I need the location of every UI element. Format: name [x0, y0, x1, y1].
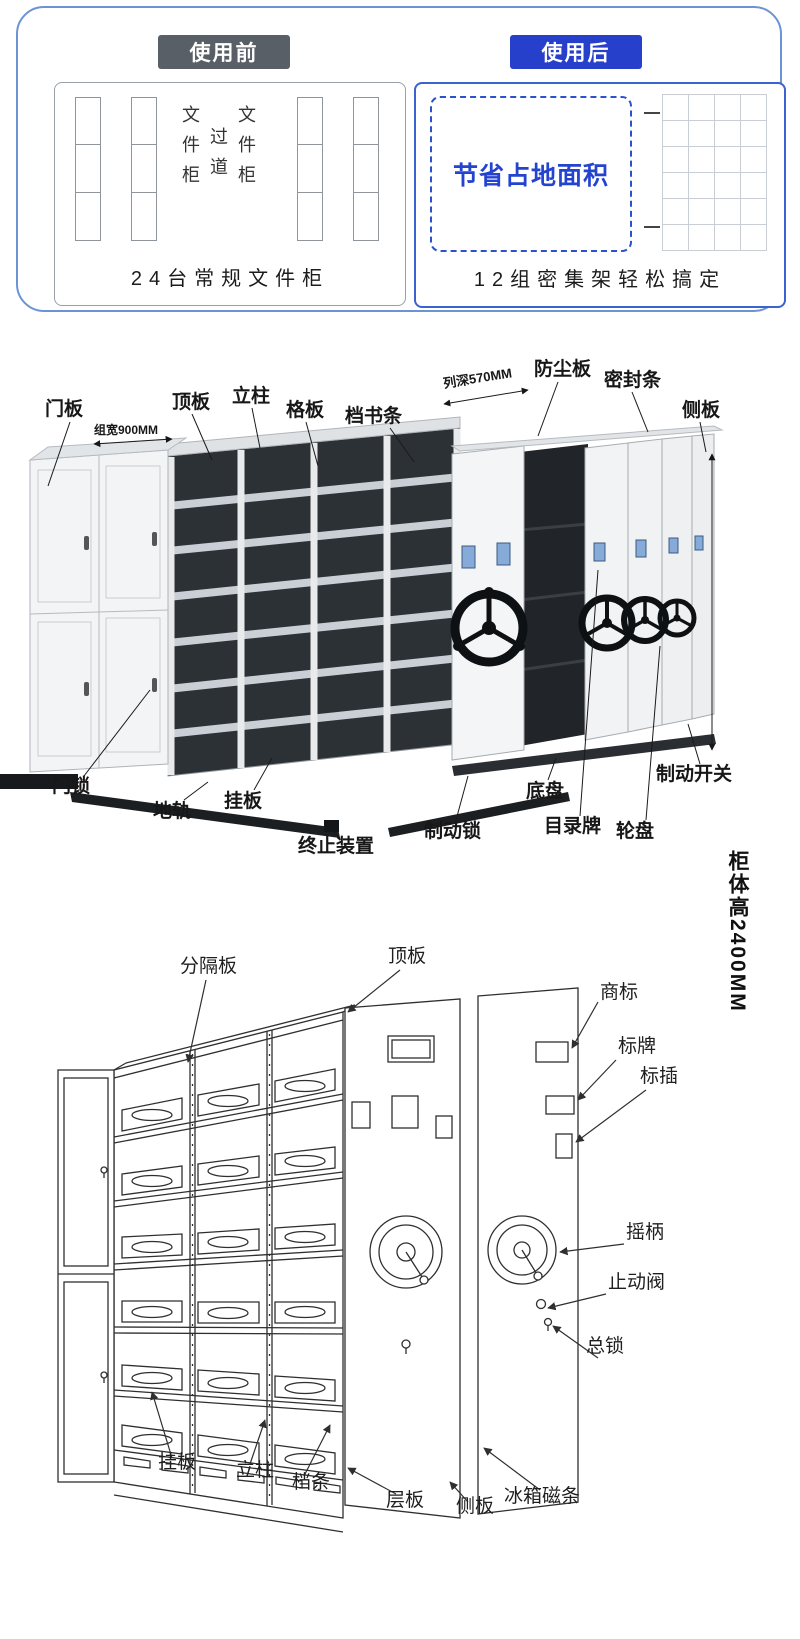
label-column: 立柱 — [232, 384, 270, 407]
label-side-panel: 侧板 — [682, 398, 721, 421]
cabinet-stack — [75, 97, 101, 241]
handwheel — [578, 594, 636, 652]
drawing-end-panels — [344, 987, 579, 1519]
cabinet-stack — [353, 97, 379, 241]
stop-device-block — [324, 820, 339, 832]
label-stop-device: 终止装置 — [298, 834, 374, 857]
label-brake-switch: 制动开关 — [656, 762, 732, 785]
space-saving-highlight-box: 节省占地面积 — [430, 96, 632, 252]
label-cabinet-height: 柜体高2400MM — [726, 850, 749, 1013]
leader-lines — [47, 381, 707, 839]
aisle-label-file-cabinet: 文件柜 — [180, 105, 200, 195]
label-dust-panel: 防尘板 — [534, 357, 592, 380]
door-lock-slots — [84, 532, 157, 696]
line-diagram: 分隔板 顶板 商标 标牌 标插 摇柄 止动阀 总锁 挂板 立柱 档条 层板 侧板… — [0, 920, 800, 1639]
nameplate-plate — [545, 1095, 575, 1115]
open-shelving-rack — [167, 416, 461, 777]
aisle-label-aisle: 过道 — [208, 127, 228, 187]
label-floor-rail: 地轨 — [153, 799, 191, 822]
photo-diagram: 门板 组宽900MM 顶板 立柱 格板 档书条 列深570MM 防尘板 密封条 … — [0, 330, 800, 1013]
aisle-label-file-cabinet: 文件柜 — [236, 105, 256, 195]
crank-wheel — [369, 1215, 443, 1289]
label-row-depth: 列深570MM — [442, 365, 513, 391]
catalog-card — [461, 535, 704, 569]
label-catalog-plate: 目录牌 — [544, 814, 601, 837]
label-group-width: 组宽900MM — [94, 422, 158, 437]
label-divider-panel: 分隔板 — [180, 955, 237, 977]
label-fridge-magnet-strip: 冰箱磁条 — [504, 1485, 580, 1507]
label-column: 立柱 — [236, 1459, 274, 1481]
post-columns — [189, 1030, 273, 1506]
label-file-strip: 档条 — [292, 1471, 330, 1493]
left-closed-cabinet — [28, 437, 188, 773]
cabinet-stack — [297, 97, 323, 241]
drawing-left-cabinet — [57, 1069, 115, 1483]
label-book-strip: 档书条 — [345, 404, 403, 427]
label-side-panel: 侧板 — [456, 1495, 494, 1517]
label-stop-valve: 止动阀 — [608, 1271, 665, 1293]
drawing-shelving — [113, 1004, 356, 1533]
dimension-tick — [644, 226, 660, 228]
after-caption: 12组密集架轻松搞定 — [473, 269, 727, 291]
trademark-plate — [535, 1041, 569, 1063]
label-nameplate: 标牌 — [618, 1035, 656, 1057]
handwheel — [621, 596, 669, 644]
compact-shelving-grid — [662, 94, 767, 251]
label-top-panel: 顶板 — [172, 390, 211, 413]
hanging-plates — [121, 1068, 336, 1475]
opened-aisle — [519, 444, 589, 746]
before-caption: 24台常规文件柜 — [130, 268, 330, 290]
width-dimension — [93, 435, 173, 448]
after-floor-plan: 节省占地面积 12组密集架轻松搞定 — [414, 82, 786, 308]
space-saving-text: 节省占地面积 — [452, 162, 609, 190]
handwheel — [450, 587, 528, 667]
label-trademark: 商标 — [600, 981, 638, 1003]
label-label-insert: 标插 — [640, 1065, 678, 1087]
after-badge: 使用后 — [510, 35, 642, 69]
label-chassis: 底盘 — [526, 779, 564, 802]
leader-lines — [150, 969, 647, 1503]
label-top-panel: 顶板 — [388, 945, 426, 967]
base-slots — [123, 1456, 341, 1494]
label-shelf-board: 格板 — [286, 398, 325, 421]
label-master-lock: 总锁 — [586, 1335, 624, 1357]
crank-wheel — [487, 1215, 557, 1285]
cabinet-stack — [131, 97, 157, 241]
label-shelf-board: 层板 — [386, 1489, 424, 1511]
before-badge: 使用前 — [158, 35, 290, 69]
label-insert-slot — [555, 1133, 573, 1159]
dimension-tick — [644, 112, 660, 114]
stop-valve-knob — [535, 1298, 547, 1310]
depth-dimension — [443, 387, 529, 407]
label-hanging-board: 挂板 — [224, 789, 263, 812]
label-brake-lock: 制动锁 — [424, 819, 481, 842]
handwheel — [657, 598, 697, 638]
label-door-panel: 门板 — [45, 397, 84, 420]
label-wheel: 轮盘 — [616, 819, 654, 842]
before-floor-plan: 文件柜 过道 文件柜 24台常规文件柜 — [54, 82, 406, 306]
label-crank-handle: 摇柄 — [626, 1221, 664, 1243]
label-door-lock: 门锁 — [52, 774, 90, 797]
label-hanging-board: 挂板 — [158, 1451, 196, 1473]
comparison-panel: 使用前 使用后 文件柜 过道 文件柜 24台常规文件柜 节省占地面积 — [16, 6, 786, 312]
label-seal-strip: 密封条 — [604, 368, 662, 391]
